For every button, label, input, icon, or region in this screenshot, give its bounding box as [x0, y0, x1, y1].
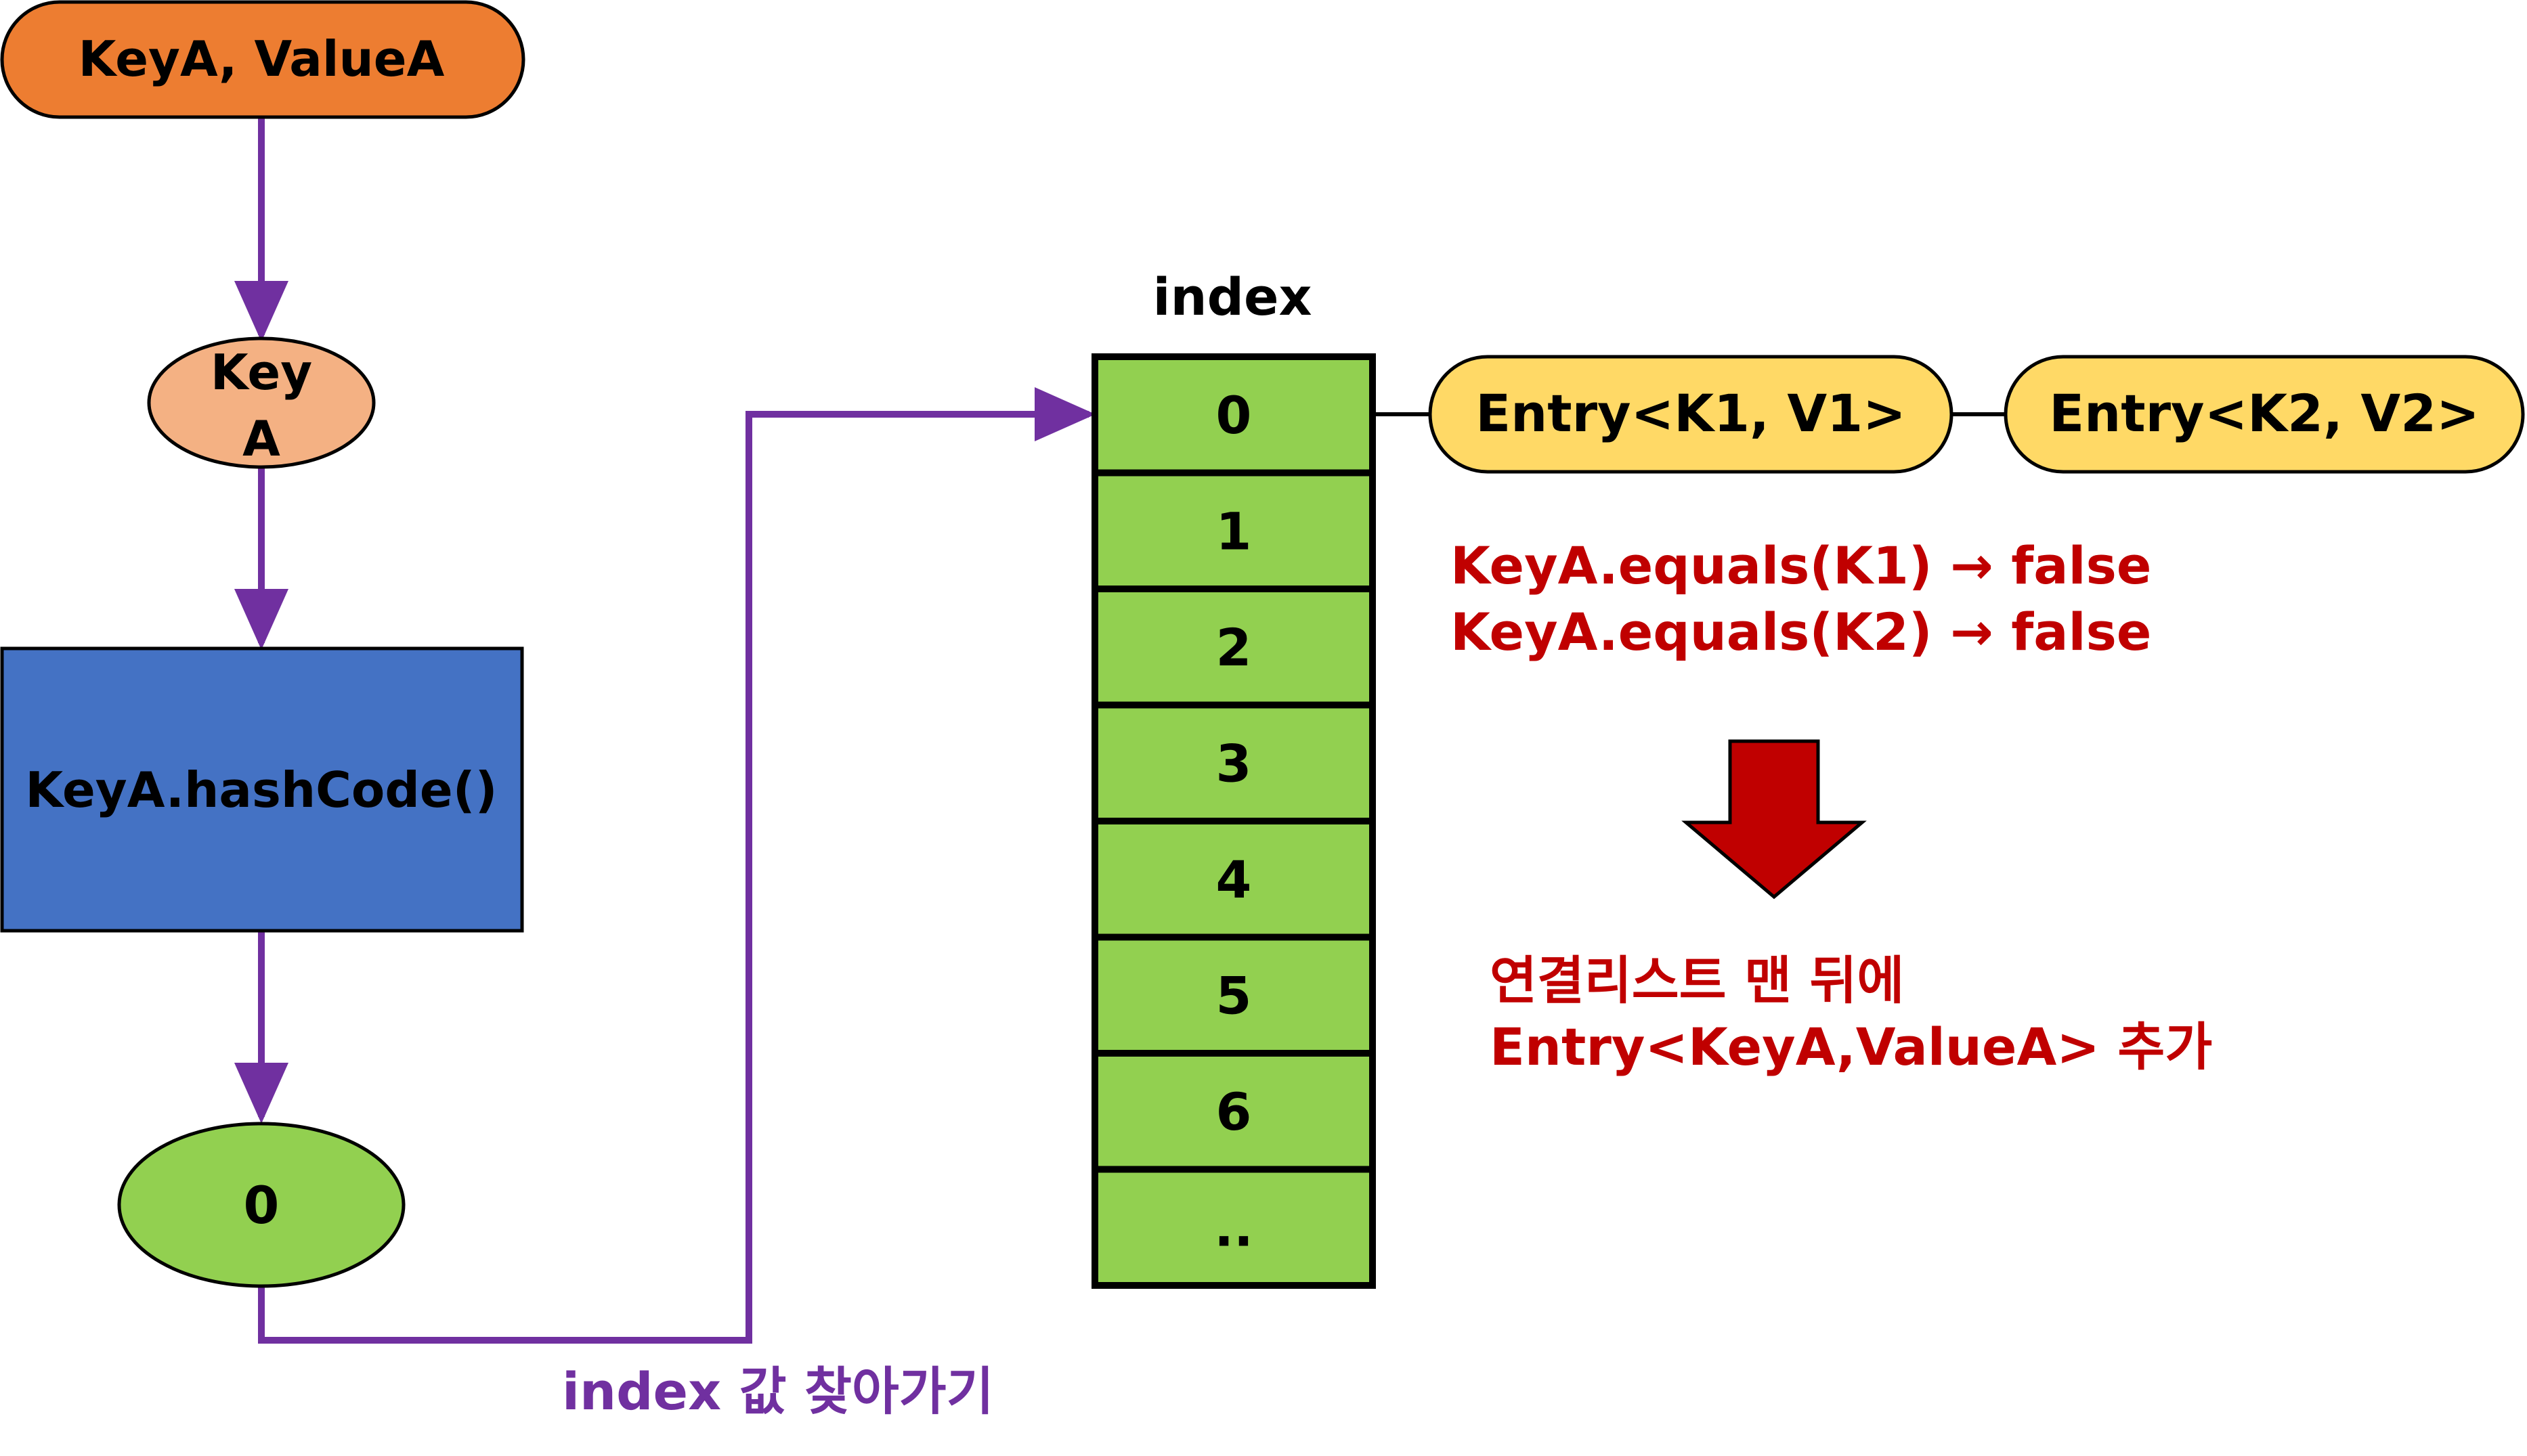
index-cell-label-2: 2	[1216, 617, 1252, 678]
index-cell-label-3: 3	[1216, 733, 1252, 793]
index-cell-3	[1092, 701, 1376, 824]
index-cell-label-5: 5	[1216, 965, 1252, 1025]
entry-node-2	[2004, 355, 2525, 474]
hash-node	[0, 646, 524, 933]
index-cell-label-6: 6	[1216, 1082, 1252, 1142]
outcome-line-1: 연결리스트 맨 뒤에	[1490, 950, 1904, 1011]
index-cell-5	[1092, 933, 1376, 1057]
key-node-label-line1: Key	[211, 344, 312, 401]
equals-check-1: KeyA.equals(K1) → false	[1450, 535, 2151, 596]
entry-node-1	[1428, 355, 1953, 474]
key-node-label-line2: A	[242, 410, 280, 467]
index-cell-label-0: 0	[1216, 385, 1252, 445]
index-cell-7	[1092, 1166, 1376, 1289]
start-node	[0, 0, 525, 119]
index-table-header: index	[1152, 267, 1312, 327]
down-arrow-icon	[1681, 739, 1867, 900]
index-cell-6	[1092, 1050, 1376, 1173]
flow-label: index 값 찾아가기	[562, 1361, 994, 1421]
index-cell-1	[1092, 469, 1376, 592]
flow-connectors	[234, 118, 1096, 1344]
key-node	[147, 336, 376, 469]
result-node-label: 0	[244, 1175, 280, 1235]
entry-node-1-label: Entry<K1, V1>	[1475, 383, 1906, 443]
result-node	[117, 1122, 406, 1288]
index-table: 0 1 2 3 4 5 6..	[1092, 353, 1376, 1289]
entry-node-2-label: Entry<K2, V2>	[2049, 383, 2480, 443]
start-node-label: KeyA, ValueA	[79, 30, 445, 87]
index-cell-label-4: 4	[1216, 850, 1252, 910]
outcome-line-2: Entry<KeyA,ValueA> 추가	[1490, 1017, 2212, 1077]
index-cell-label-1: 1	[1216, 501, 1252, 561]
index-cell-label-7: ..	[1214, 1197, 1253, 1258]
connector-result-to-index	[258, 387, 1096, 1344]
hash-node-label: KeyA.hashCode()	[25, 762, 497, 818]
equals-check-2: KeyA.equals(K2) → false	[1450, 602, 2151, 662]
